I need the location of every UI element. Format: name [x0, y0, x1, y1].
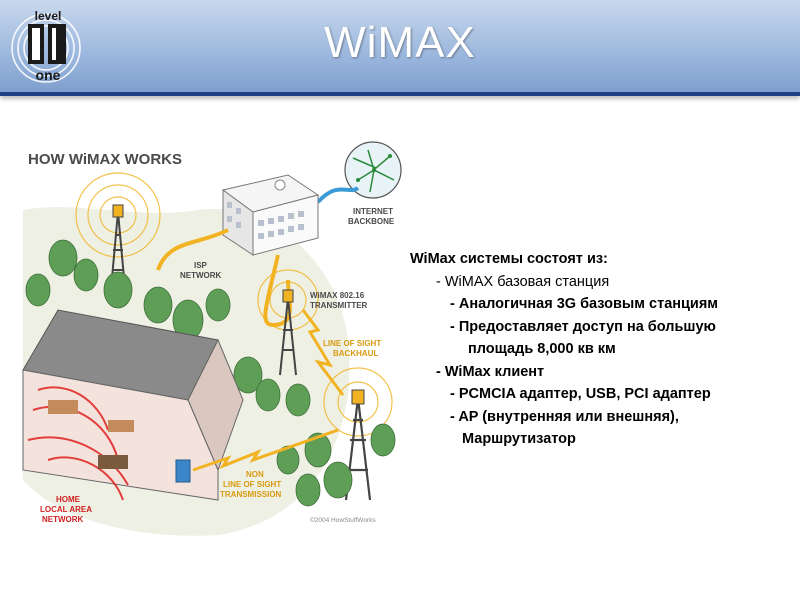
list-subitem-coverage: - Предоставляет доступ на большую: [450, 318, 716, 335]
copyright-text: ©2004 HowStuffWorks: [310, 516, 376, 524]
isp-building: [221, 174, 320, 256]
isp-cable: [156, 228, 229, 271]
label-home-3: NETWORK: [42, 515, 84, 524]
slide-title: WiMAX: [324, 18, 476, 67]
label-home-2: LOCAL AREA: [40, 505, 92, 514]
slide-header: level one WiMAX: [0, 0, 800, 96]
list-item-client: - WiMax клиент: [436, 363, 545, 380]
list-subitem-adapters: - PCMCIA адаптер, USB, PCI адаптер: [450, 386, 711, 402]
nlos-link: [192, 428, 339, 472]
label-transmitter-1: WiMAX 802.16: [310, 291, 365, 300]
house-icon: [22, 309, 244, 501]
content-list: WiMax системы состоят из: - WiMAX базова…: [410, 248, 790, 451]
diagram-heading: HOW WiMAX WORKS: [28, 151, 182, 168]
level-one-logo: level one: [11, 9, 81, 83]
label-isp-2: NETWORK: [180, 271, 222, 280]
tower-icon-right: [323, 367, 393, 501]
list-subitem-3g: - Аналогичная 3G базовым станциям: [450, 296, 719, 312]
label-nlos-1: NON: [246, 470, 264, 479]
label-home-1: HOME: [56, 495, 81, 504]
label-transmitter-2: TRANSMITTER: [310, 301, 368, 310]
globe-icon: [344, 141, 402, 199]
list-subitem-coverage-cont: площадь 8,000 кв км: [468, 341, 616, 357]
label-isp-1: ISP: [194, 261, 208, 270]
list-subitem-ap: - AP (внутренняя или внешняя),: [450, 408, 679, 425]
label-los-1: LINE OF SIGHT: [323, 339, 381, 348]
trees: [25, 239, 396, 507]
list-subitem-ap-cont: Маршрутизатор: [462, 431, 576, 447]
label-internet-1: INTERNET: [353, 207, 393, 216]
list-item-base-station: - WiMAX базовая станция: [436, 273, 610, 290]
tower-icon-transmitter: [257, 269, 319, 376]
backbone-cable: [316, 186, 360, 204]
logo-text-top: level: [35, 9, 62, 23]
label-nlos-3: TRANSMISSION: [220, 490, 282, 499]
label-nlos-2: LINE OF SIGHT: [223, 480, 281, 489]
content-lead: WiMax системы состоят из:: [410, 251, 608, 267]
wimax-illustration: HOW WiMAX WORKS INTERNET BACKBONE ISP NE…: [22, 141, 402, 536]
logo-text-bottom: one: [36, 67, 61, 83]
label-internet-2: BACKBONE: [348, 217, 395, 226]
backhaul-link: [301, 309, 345, 396]
label-los-2: BACKHAUL: [333, 349, 378, 358]
tower-icon-left: [75, 172, 161, 301]
